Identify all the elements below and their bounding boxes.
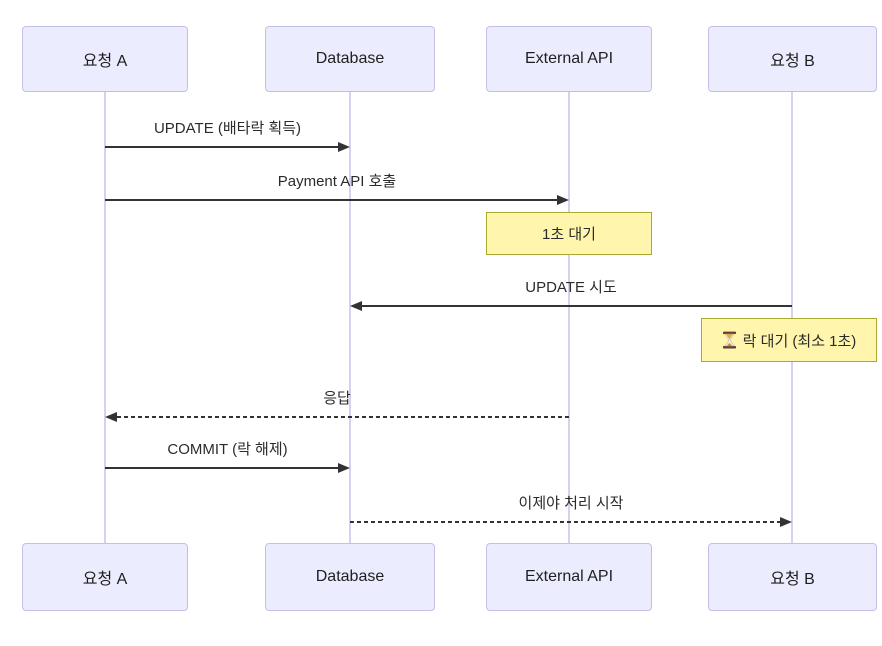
message-line-update-acquire-lock — [105, 146, 338, 148]
hourglass-icon — [722, 331, 736, 349]
actor-box-top-request-a: 요청 A — [22, 26, 188, 92]
message-line-update-attempt — [362, 305, 792, 307]
actor-box-bottom-request-b: 요청 B — [708, 543, 877, 611]
arrowhead-right-icon — [557, 195, 569, 205]
note-lock-wait: 락 대기 (최소 1초) — [701, 318, 877, 362]
message-line-payment-api-call — [105, 199, 557, 201]
lifeline-request-a — [104, 92, 106, 543]
lifeline-external-api — [568, 92, 570, 543]
arrowhead-right-icon — [780, 517, 792, 527]
message-label-response: 응답 — [323, 390, 351, 407]
actor-box-top-request-b: 요청 B — [708, 26, 877, 92]
arrowhead-left-icon — [105, 412, 117, 422]
message-line-response — [117, 416, 569, 418]
arrowhead-right-icon — [338, 463, 350, 473]
message-label-payment-api-call: Payment API 호출 — [277, 173, 397, 190]
note-text: 1초 대기 — [542, 226, 596, 243]
message-label-processing-starts: 이제야 처리 시작 — [518, 495, 624, 512]
message-label-update-attempt: UPDATE 시도 — [525, 279, 617, 296]
arrowhead-right-icon — [338, 142, 350, 152]
lifeline-request-b — [791, 92, 793, 543]
actor-box-bottom-request-a: 요청 A — [22, 543, 188, 611]
lifeline-database — [349, 92, 351, 543]
actor-box-top-external-api: External API — [486, 26, 652, 92]
message-label-update-acquire-lock: UPDATE (배타락 획득) — [153, 120, 302, 137]
message-label-commit-release-lock: COMMIT (락 해제) — [167, 441, 288, 458]
message-line-processing-starts — [350, 521, 780, 523]
arrowhead-left-icon — [350, 301, 362, 311]
note-text: 락 대기 (최소 1초) — [742, 332, 857, 350]
note-wait-1-second: 1초 대기 — [486, 212, 652, 255]
actor-box-bottom-external-api: External API — [486, 543, 652, 611]
message-line-commit-release-lock — [105, 467, 338, 469]
actor-box-top-database: Database — [265, 26, 435, 92]
actor-box-bottom-database: Database — [265, 543, 435, 611]
